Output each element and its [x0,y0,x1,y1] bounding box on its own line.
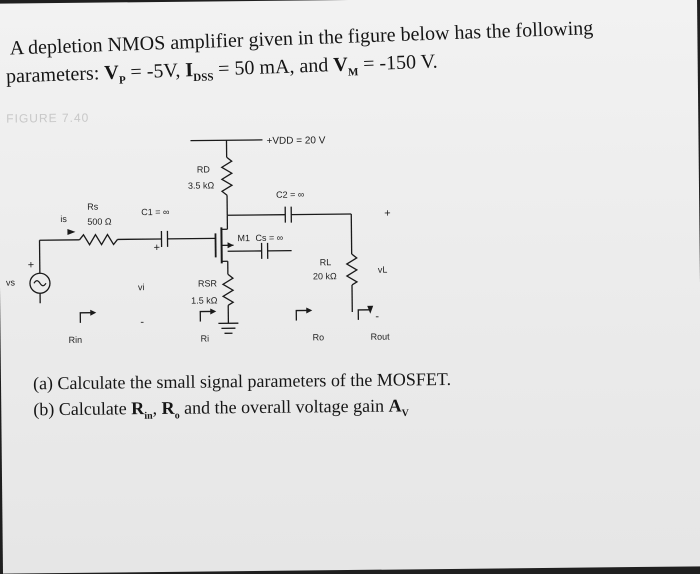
av-symbol: AV [388,395,408,415]
rout-label: Rout [370,332,389,342]
rs-label: Rs [87,202,98,212]
ro-symbol: Ro [161,398,179,418]
is-arrow [67,229,75,235]
rsr-value: 1.5 kΩ [191,295,217,305]
rout-marker [358,310,370,320]
vi-plus-label: + [154,242,161,254]
m1-label: M1 [237,233,250,243]
c2-to-output-wire [291,214,351,215]
vdd-label: +VDD = 20 V [266,135,325,147]
question-b-prefix: (b) Calculate [33,398,127,419]
question-b: (b) Calculate Rin, Ro and the overall vo… [33,395,409,423]
rsr-label: RSR [198,278,217,288]
rin-label: Rin [69,335,83,345]
vi-minus-label: - [140,316,144,328]
vl-label: vL [378,265,388,275]
question-a-text: (a) Calculate the small signal parameter… [33,369,451,393]
output-plus-label: + [384,208,391,220]
rd-value: 3.5 kΩ [188,180,214,190]
ri-arrow [210,308,216,314]
c1-label: C1 = ∞ [141,207,169,217]
vs-plus-label: + [28,259,35,271]
rs-value: 500 Ω [87,216,111,226]
question-a: (a) Calculate the small signal parameter… [33,369,451,394]
output-minus-label: - [375,311,379,323]
rin-symbol: Rin [131,398,153,418]
drain-to-c2-wire [227,215,285,216]
cs-label: Cs = ∞ [255,233,283,243]
ro-arrow [306,307,312,313]
question-b-suffix: and the overall voltage gain [184,396,384,418]
rl-resistor [347,254,357,285]
rin-arrow [90,310,96,316]
rl-value: 20 kΩ [313,271,337,281]
rd-label: RD [197,164,210,174]
sine-icon [34,281,46,286]
vi-label: vi [138,282,145,292]
is-label: is [60,214,67,224]
rd-resistor [222,157,232,195]
c2-label: C2 = ∞ [276,189,304,199]
ro-label: Ro [312,332,324,342]
c1-to-gate-wire [168,238,216,239]
body-arrow [228,242,234,248]
ri-label: Ri [201,333,210,343]
rsr-resistor [223,274,233,305]
rs-resistor [79,234,117,244]
rl-label: RL [320,257,332,267]
vs-label: vs [6,278,15,288]
